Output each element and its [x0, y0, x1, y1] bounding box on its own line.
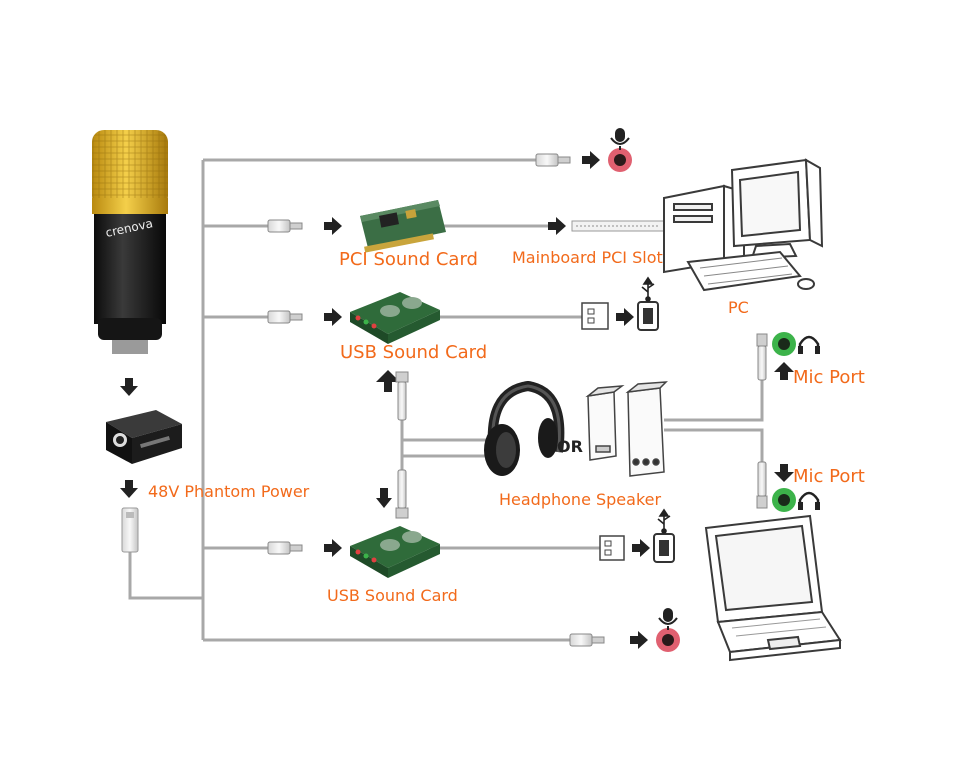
arrow-right-icon — [548, 217, 566, 235]
headphone-icon — [798, 335, 820, 354]
headphone-jack-port — [772, 332, 796, 356]
arrow-right-icon — [324, 308, 342, 326]
mainboard-pci-slot — [571, 220, 665, 232]
pc-label: PC — [728, 298, 749, 317]
arrow-down-icon — [120, 480, 138, 498]
jack-plug — [535, 153, 571, 167]
jack-plug — [569, 633, 605, 647]
jack-plug — [267, 310, 303, 324]
xlr-connector — [121, 507, 139, 553]
arrow-right-icon — [324, 217, 342, 235]
mic-jack-port — [656, 628, 680, 652]
usb-sound-card-bottom-label: USB Sound Card — [327, 586, 458, 605]
arrow-right-icon — [616, 308, 634, 326]
jack-plug — [756, 333, 768, 381]
arrow-right-icon — [632, 539, 650, 557]
mainboard-pci-slot-label: Mainboard PCI Slot — [512, 248, 663, 267]
usb-icon — [657, 508, 671, 534]
cables — [128, 158, 764, 642]
condenser-microphone: crenova — [92, 130, 168, 354]
mic-port-top-label: Mic Port — [793, 367, 865, 388]
jack-plug — [267, 541, 303, 555]
usb-port — [637, 301, 659, 331]
usb-icon — [641, 276, 655, 302]
phantom-power-label: 48V Phantom Power — [148, 482, 310, 501]
usb-plug — [599, 535, 625, 561]
headphone-icon — [798, 491, 820, 510]
arrow-right-icon — [582, 151, 600, 169]
jack-plug — [267, 219, 303, 233]
desktop-pc — [663, 158, 824, 292]
arrow-down-icon — [120, 378, 138, 396]
microphone-icon — [658, 608, 678, 630]
phantom-power-box — [106, 410, 182, 464]
or-label: OR — [557, 437, 583, 456]
usb-sound-card-top-label: USB Sound Card — [340, 342, 487, 363]
arrow-right-icon — [630, 631, 648, 649]
headphones — [484, 380, 565, 476]
mic-jack-port — [608, 148, 632, 172]
arrow-up-icon — [376, 370, 400, 392]
speakers — [585, 381, 668, 477]
headphone-jack-port — [772, 488, 796, 512]
usb-sound-card — [350, 292, 440, 344]
arrow-down-icon — [774, 464, 794, 482]
jack-plug — [395, 469, 409, 519]
microphone-icon — [610, 128, 630, 150]
usb-plug — [581, 302, 609, 330]
usb-sound-card — [350, 526, 440, 578]
arrow-right-icon — [324, 539, 342, 557]
pci-sound-card — [360, 200, 446, 253]
jack-plug — [395, 371, 409, 421]
usb-port — [653, 533, 675, 563]
mic-port-bottom-label: Mic Port — [793, 466, 865, 487]
pci-sound-card-label: PCI Sound Card — [339, 249, 478, 270]
jack-plug — [756, 461, 768, 509]
arrow-up-icon — [774, 362, 794, 380]
arrow-down-icon — [376, 488, 392, 508]
laptop — [704, 514, 842, 662]
headphone-speaker-label: Headphone Speaker — [499, 490, 661, 509]
